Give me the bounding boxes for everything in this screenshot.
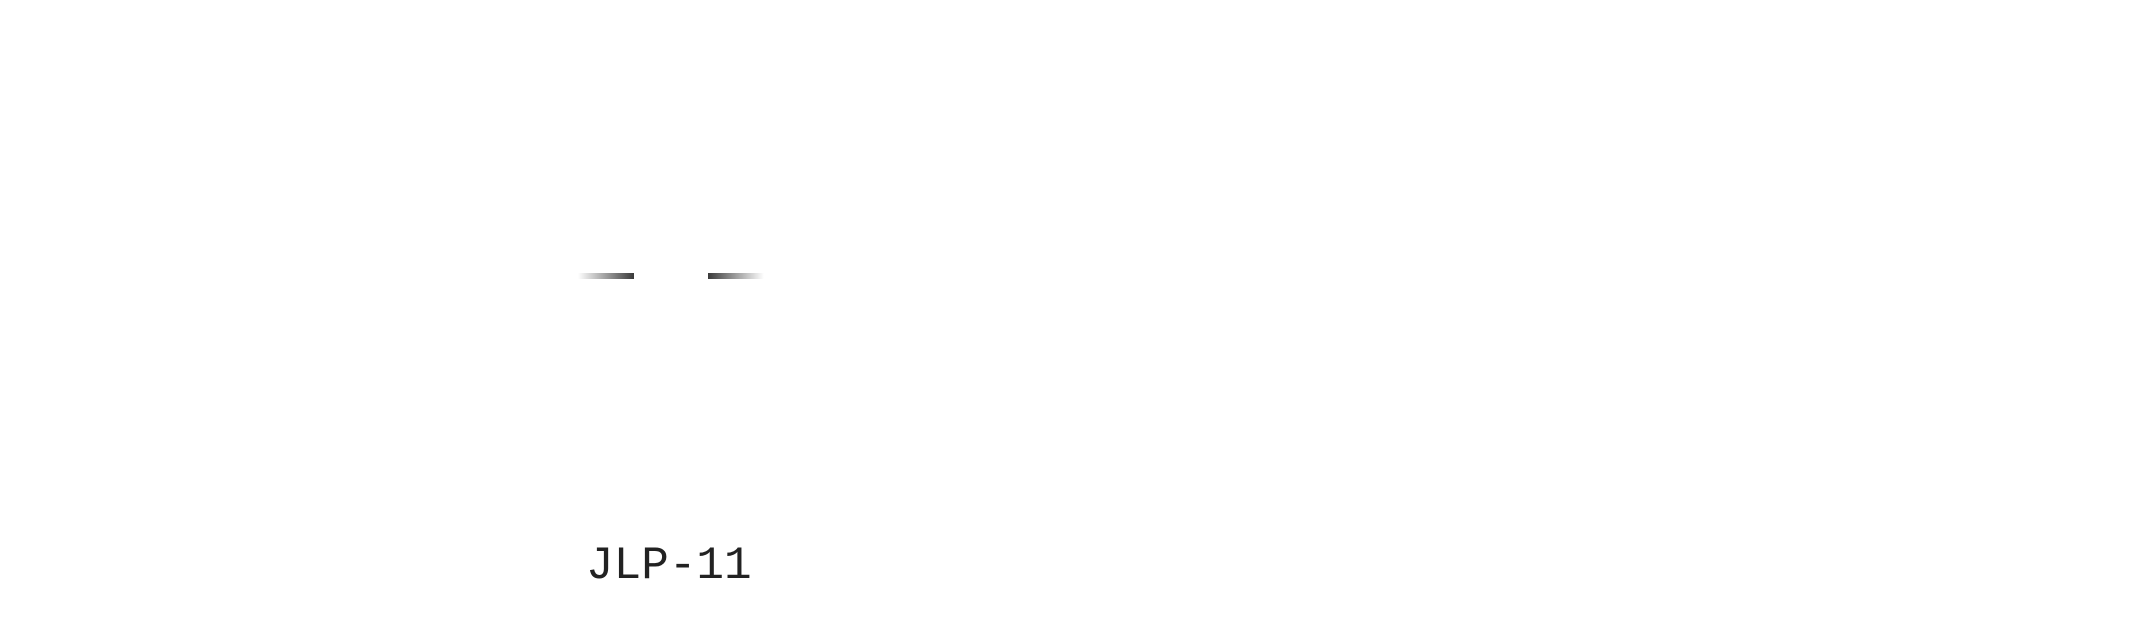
- right-fade-dash: [708, 273, 764, 279]
- left-fade-dash: [578, 273, 634, 279]
- caption-label: JLP-11: [586, 540, 752, 592]
